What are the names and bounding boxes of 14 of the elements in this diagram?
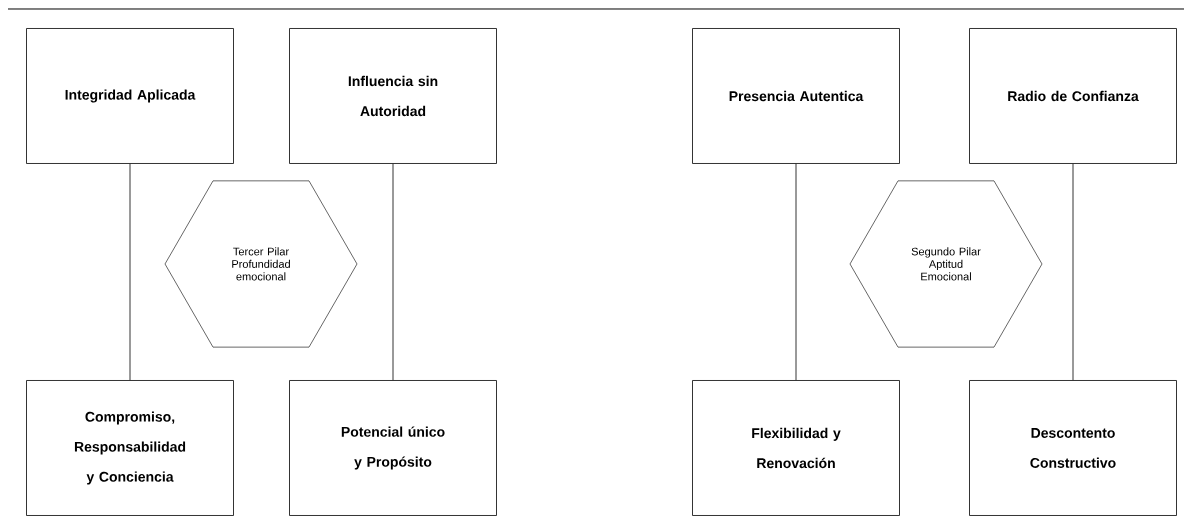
connector-line [129,163,131,381]
text-box: Compromiso, Responsabilidad y Conciencia [26,380,234,516]
connector-line [1072,163,1074,381]
text-box: Presencia Autentica [692,28,900,164]
text-box: Flexibilidad y Renovación [692,380,900,516]
text-box: Descontento Constructivo [969,380,1177,516]
text-box: Radio de Confianza [969,28,1177,164]
hexagon: Segundo Pilar Aptitud Emocional [849,180,1043,348]
connector-line [795,163,797,381]
hexagon: Tercer Pilar Profundidad emocional [164,180,358,348]
text-box: Potencial único y Propósito [289,380,497,516]
text-box: Integridad Aplicada [26,28,234,164]
text-box: Influencia sin Autoridad [289,28,497,164]
connector-line [392,163,394,381]
